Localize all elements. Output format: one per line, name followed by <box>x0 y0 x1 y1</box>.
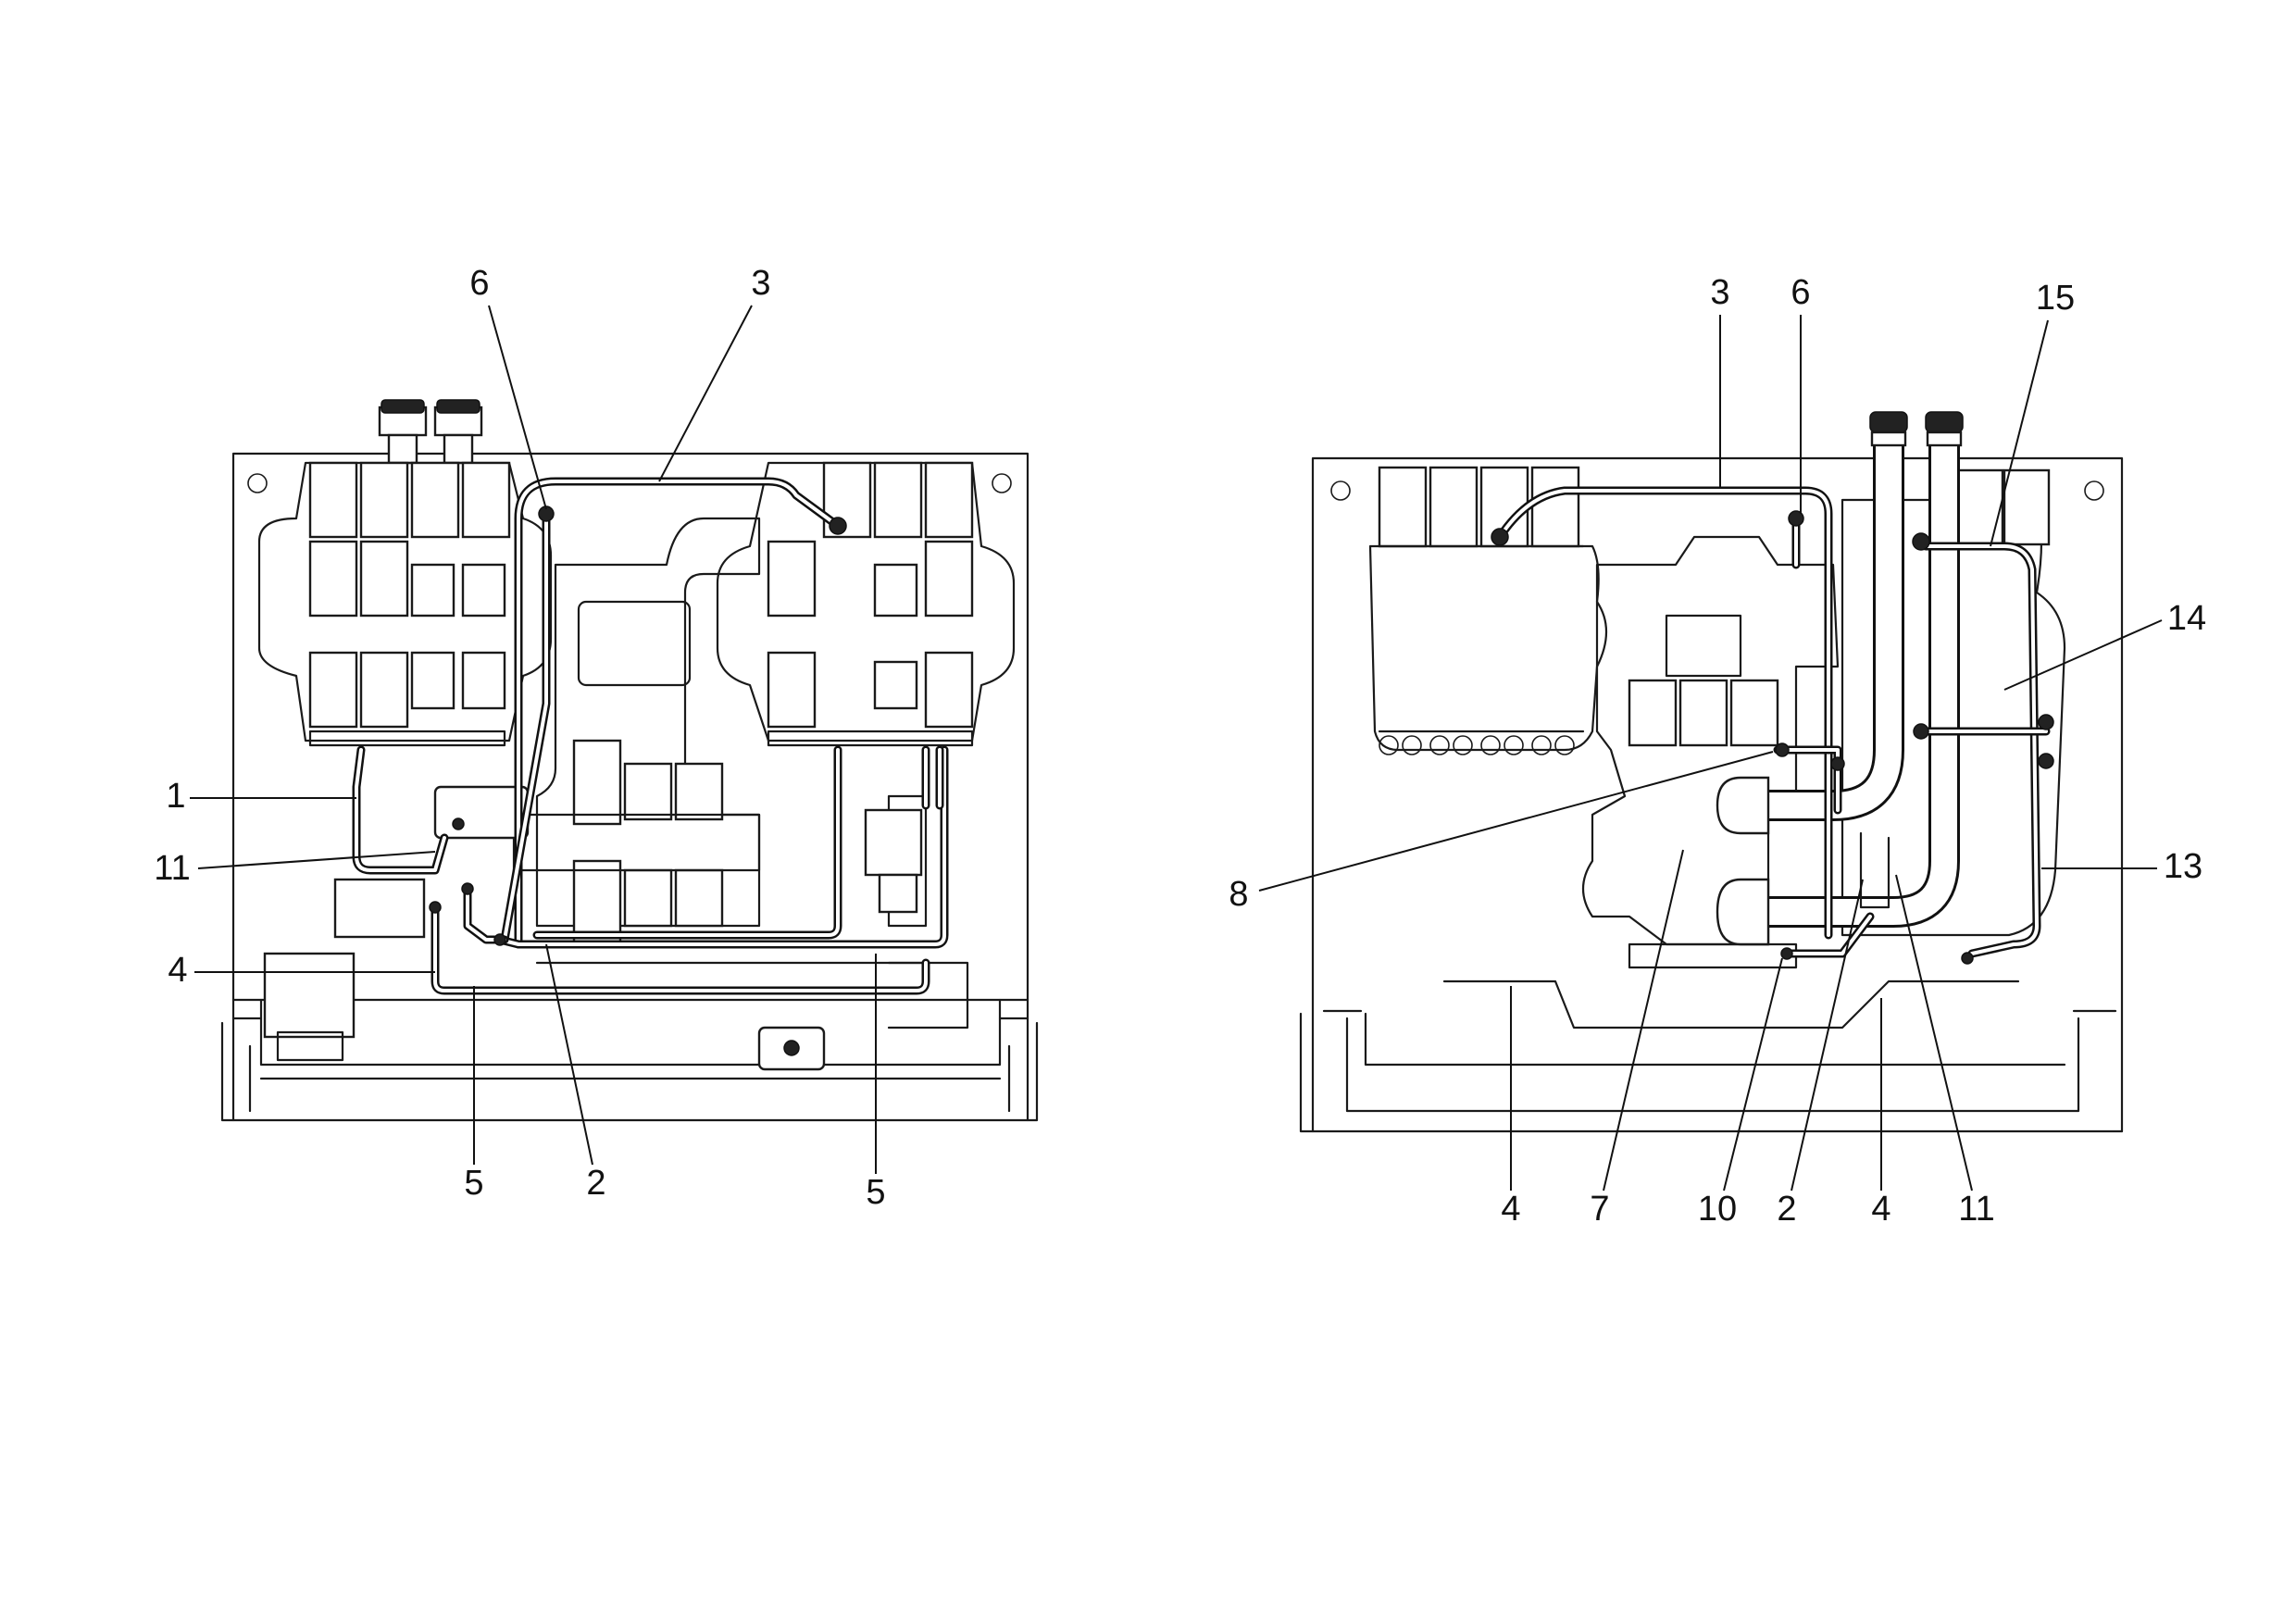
right-callout-10: 10 <box>1698 957 1783 1229</box>
callout-label: 4 <box>168 951 187 990</box>
left-valve-bank-right <box>716 461 1016 747</box>
left-pipes <box>352 477 949 995</box>
right-callout-14: 14 <box>2003 599 2206 691</box>
callout-label: 7 <box>1590 1190 1609 1229</box>
callout-label: 5 <box>866 1173 885 1212</box>
left-valve-bank-left <box>257 399 553 747</box>
right-central-housing <box>1582 535 1840 969</box>
right-machine-view <box>1299 411 2124 1133</box>
right-callout-11: 11 <box>1895 874 1995 1229</box>
right-pipes <box>1491 486 2054 965</box>
left-callout-4: 4 <box>168 951 435 990</box>
left-callout-5a: 5 <box>464 986 484 1203</box>
right-callout-4b: 4 <box>1871 998 1891 1229</box>
right-frame <box>1299 456 2124 1133</box>
callout-label: 2 <box>586 1164 605 1203</box>
callout-label: 6 <box>1791 273 1810 312</box>
callout-label: 1 <box>166 777 185 816</box>
callout-label: 13 <box>2164 847 2202 886</box>
callout-label: 11 <box>154 849 190 888</box>
right-callout-2: 2 <box>1777 879 1864 1229</box>
callout-label: 11 <box>1958 1190 1994 1229</box>
left-callout-2: 2 <box>545 943 606 1203</box>
left-callout-5b: 5 <box>866 954 886 1212</box>
right-valve-bank-left <box>1368 466 1607 755</box>
callout-label: 5 <box>464 1164 483 1203</box>
right-callout-4a: 4 <box>1501 986 1521 1229</box>
right-callout-6: 6 <box>1791 273 1811 514</box>
callout-label: 10 <box>1698 1190 1737 1229</box>
callout-label: 2 <box>1777 1190 1796 1229</box>
left-machine-view <box>220 399 1039 1122</box>
right-callout-3: 3 <box>1710 273 1730 489</box>
callout-label: 4 <box>1871 1190 1890 1229</box>
left-callout-1: 1 <box>166 777 356 816</box>
left-auxiliary-boxes <box>263 785 826 1071</box>
callout-label: 6 <box>469 264 489 303</box>
left-callout-11: 11 <box>154 849 436 888</box>
right-callout-7: 7 <box>1590 849 1684 1229</box>
right-callout-13: 13 <box>2041 847 2202 886</box>
callout-label: 3 <box>1710 273 1729 312</box>
callout-label: 14 <box>2167 599 2206 638</box>
right-callout-15: 15 <box>1990 279 2075 547</box>
callout-label: 4 <box>1501 1190 1520 1229</box>
right-callout-8: 8 <box>1229 751 1774 914</box>
left-central-housing <box>512 517 969 1029</box>
callout-label: 15 <box>2036 279 2075 318</box>
left-callout-6: 6 <box>469 264 547 510</box>
callout-label: 8 <box>1229 875 1248 914</box>
callout-label: 3 <box>751 264 770 303</box>
left-callout-3: 3 <box>658 264 771 482</box>
